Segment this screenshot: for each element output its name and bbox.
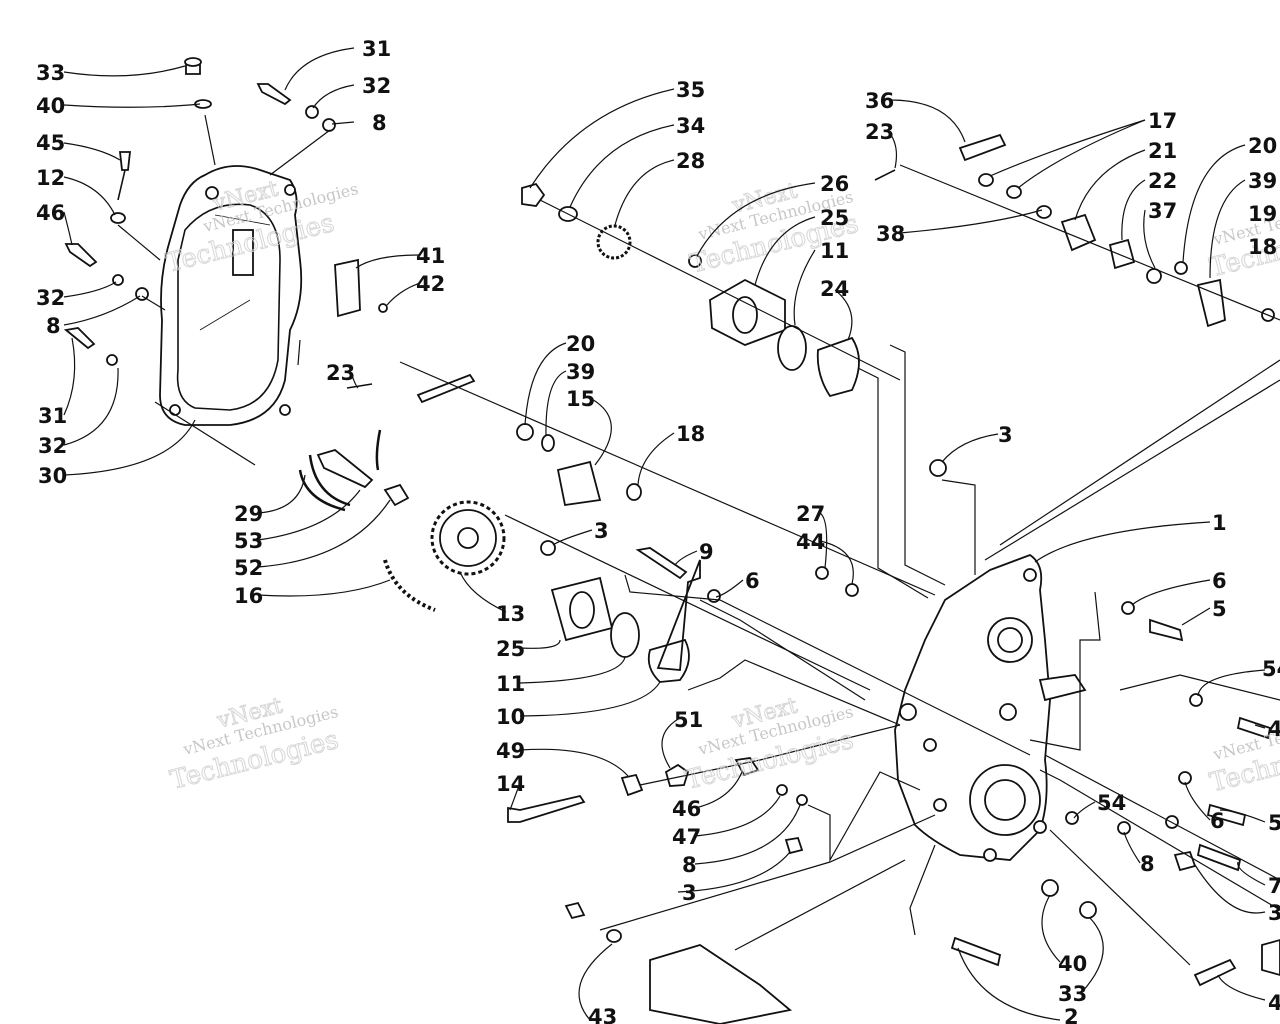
callout-10: 10 xyxy=(496,705,525,729)
callout-31: 31 xyxy=(38,404,67,428)
callout-6: 6 xyxy=(1210,809,1225,833)
callout-8: 8 xyxy=(682,853,697,877)
callout-25: 25 xyxy=(496,637,525,661)
callout-8: 8 xyxy=(1140,852,1155,876)
callout-3: 3 xyxy=(594,519,609,543)
callout-40: 40 xyxy=(1058,952,1087,976)
callout-51: 51 xyxy=(674,708,703,732)
callout-30: 30 xyxy=(38,464,67,488)
callout-2: 2 xyxy=(1064,1005,1079,1024)
callout-5: 5 xyxy=(1212,597,1227,621)
callout-25: 25 xyxy=(820,206,849,230)
callout-33: 33 xyxy=(36,61,65,85)
callout-16: 16 xyxy=(234,584,263,608)
callout-32: 32 xyxy=(362,74,391,98)
callout-19: 19 xyxy=(1248,202,1277,226)
callout-36: 36 xyxy=(865,89,894,113)
callout-8: 8 xyxy=(46,314,61,338)
callout-39: 39 xyxy=(566,360,595,384)
callout-21: 21 xyxy=(1148,139,1177,163)
callout-39: 39 xyxy=(1248,169,1277,193)
callout-6: 6 xyxy=(1212,569,1227,593)
callout-12: 12 xyxy=(36,166,65,190)
callout-4: 4 xyxy=(1268,991,1280,1015)
callout-20: 20 xyxy=(1248,134,1277,158)
callout-38: 38 xyxy=(876,222,905,246)
callout-28: 28 xyxy=(676,149,705,173)
assembly-lines xyxy=(117,114,1280,966)
callout-20: 20 xyxy=(566,332,595,356)
callout-23: 23 xyxy=(326,361,355,385)
callout-14: 14 xyxy=(496,772,525,796)
callout-49: 49 xyxy=(496,739,525,763)
upper-shaft-parts xyxy=(516,182,860,507)
callout-labels: 33 40 45 12 46 32 8 31 32 30 31 32 8 41 … xyxy=(36,37,1280,1024)
callout-13: 13 xyxy=(496,602,525,626)
callout-1: 1 xyxy=(1212,511,1227,535)
callout-42: 42 xyxy=(416,272,445,296)
callout-52: 52 xyxy=(234,556,263,580)
callout-4: 4 xyxy=(1268,717,1280,741)
callout-40: 40 xyxy=(36,94,65,118)
callout-15: 15 xyxy=(566,387,595,411)
callout-47: 47 xyxy=(672,825,701,849)
callout-31: 31 xyxy=(362,37,391,61)
callout-26: 26 xyxy=(820,172,849,196)
callout-6: 6 xyxy=(745,569,760,593)
callout-11: 11 xyxy=(820,239,849,263)
callout-leaders xyxy=(63,47,1266,1021)
callout-17: 17 xyxy=(1148,109,1177,133)
callout-27: 27 xyxy=(796,502,825,526)
callout-46: 46 xyxy=(36,201,65,225)
hardware-left xyxy=(63,57,476,512)
callout-34: 34 xyxy=(676,114,705,138)
callout-23: 23 xyxy=(865,120,894,144)
callout-32: 32 xyxy=(36,286,65,310)
callout-29: 29 xyxy=(234,502,263,526)
callout-3: 3 xyxy=(1268,901,1280,925)
callout-3: 3 xyxy=(682,881,697,905)
callout-43: 43 xyxy=(588,1005,617,1024)
callout-46: 46 xyxy=(672,797,701,821)
callout-53: 53 xyxy=(234,529,263,553)
callout-3: 3 xyxy=(998,423,1013,447)
callout-32: 32 xyxy=(38,434,67,458)
callout-54: 54 xyxy=(1262,657,1280,681)
chaincase-cover xyxy=(159,165,303,426)
callout-54: 54 xyxy=(1097,791,1126,815)
callout-18: 18 xyxy=(1248,235,1277,259)
callout-33: 33 xyxy=(1058,982,1087,1006)
gearcase-housing xyxy=(894,553,1087,862)
callout-8: 8 xyxy=(372,111,387,135)
callout-44: 44 xyxy=(796,530,825,554)
callout-5: 5 xyxy=(1268,811,1280,835)
callout-35: 35 xyxy=(676,78,705,102)
callout-24: 24 xyxy=(820,277,849,301)
callout-9: 9 xyxy=(699,540,714,564)
sprocket-assembly xyxy=(383,500,690,683)
callout-22: 22 xyxy=(1148,169,1177,193)
callout-41: 41 xyxy=(416,244,445,268)
callout-37: 37 xyxy=(1148,199,1177,223)
callout-45: 45 xyxy=(36,131,65,155)
callout-11: 11 xyxy=(496,672,525,696)
callout-7: 7 xyxy=(1268,874,1280,898)
watermark-group: vNext Technologies Technologies vNext vN… xyxy=(163,176,1280,799)
callout-18: 18 xyxy=(676,422,705,446)
